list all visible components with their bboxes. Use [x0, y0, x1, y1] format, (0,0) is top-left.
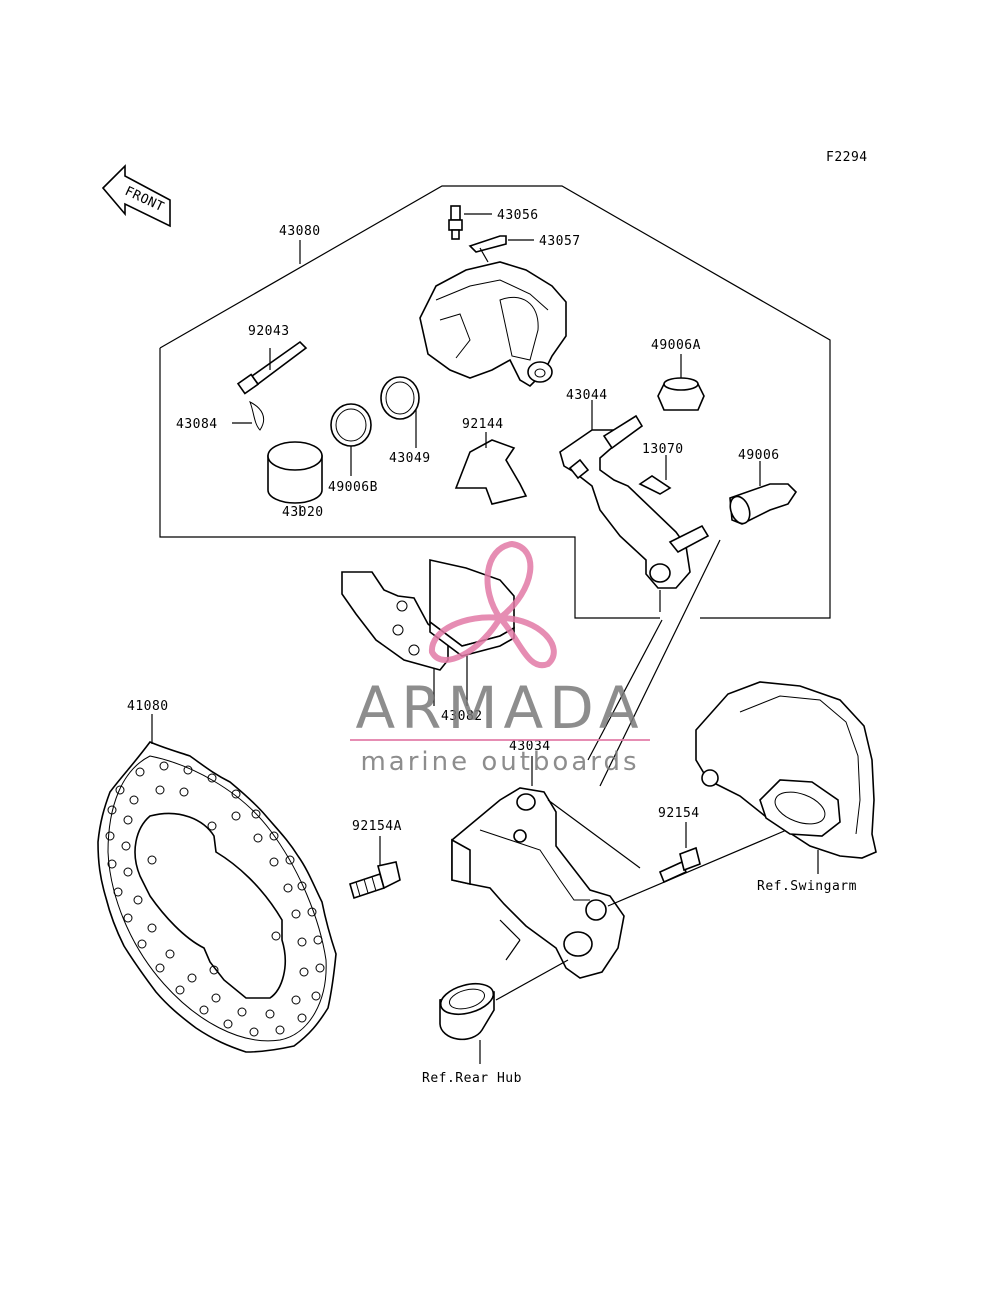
figure-code: F2294 — [826, 150, 868, 165]
dust-seal — [380, 376, 420, 448]
front-arrow-icon: FRONT — [101, 164, 171, 228]
caliper-piston — [267, 441, 323, 516]
label-49006A: 49006A — [651, 338, 701, 353]
label-43056: 43056 — [497, 208, 539, 223]
rear-hub-collar — [439, 982, 495, 1064]
pin-boot-upper — [657, 354, 705, 411]
caliper-mount — [451, 756, 625, 979]
caliper-assembly-outline — [159, 185, 831, 619]
pin-boot-lower — [729, 461, 798, 525]
label-ref-rear-hub: Ref.Rear Hub — [422, 1071, 522, 1086]
disc-bolt — [349, 836, 401, 900]
disc-holes — [105, 761, 325, 1037]
swingarm — [695, 681, 877, 874]
label-ref-swingarm: Ref.Swingarm — [757, 879, 857, 894]
piston-seal — [330, 403, 372, 476]
label-41080: 41080 — [127, 699, 169, 714]
label-92154: 92154 — [658, 806, 700, 821]
caliper-bracket — [559, 400, 710, 612]
label-43049: 43049 — [389, 451, 431, 466]
label-43080: 43080 — [279, 224, 321, 239]
label-49006B: 49006B — [328, 480, 378, 495]
label-43020: 43020 — [282, 505, 324, 520]
label-49006: 49006 — [738, 448, 780, 463]
label-92043: 92043 — [248, 324, 290, 339]
watermark-tagline: marine outboards — [360, 747, 639, 777]
mount-bolt — [658, 822, 701, 884]
label-92154A: 92154A — [352, 819, 402, 834]
label-43057: 43057 — [539, 234, 581, 249]
armada-logo-icon — [429, 540, 557, 669]
caliper-pin — [236, 340, 308, 395]
label-43084: 43084 — [176, 417, 218, 432]
bleeder-valve — [448, 205, 492, 240]
label-13070: 13070 — [642, 442, 684, 457]
label-43044: 43044 — [566, 388, 608, 403]
watermark-brand: ARMADA — [355, 674, 644, 742]
pad-spring — [454, 432, 528, 505]
retaining-clip — [232, 400, 265, 431]
pad-clip — [638, 455, 672, 495]
bleeder-cap — [468, 235, 534, 253]
brake-disc — [97, 714, 337, 1053]
label-43034: 43034 — [509, 739, 551, 754]
label-92144: 92144 — [462, 417, 504, 432]
watermark: ARMADA marine outboards — [350, 540, 650, 777]
caliper-body — [419, 247, 567, 388]
label-43082: 43082 — [441, 709, 483, 724]
